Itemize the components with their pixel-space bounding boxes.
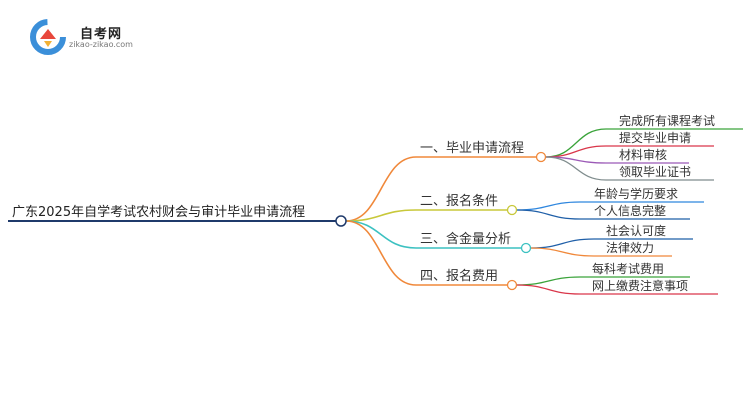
branch-node: 一、毕业申请流程 — [416, 141, 547, 163]
leaf-node: 社会认可度 — [594, 223, 693, 240]
leaf-node: 个人信息完整 — [580, 203, 690, 220]
connector-curve — [516, 284, 581, 295]
leaf-node: 提交毕业申请 — [606, 130, 714, 147]
leaf-node: 领取毕业证书 — [606, 165, 714, 181]
branch-label: 二、报名条件 — [420, 193, 498, 209]
leaf-node: 材料审核 — [606, 147, 689, 164]
connector-curve — [530, 247, 595, 257]
site-logo[interactable]: 自考网 zikao-zikao.com — [28, 17, 168, 57]
root-node: 广东2025年自学考试农村财会与审计毕业申请流程 — [8, 204, 347, 227]
branch-node: 四、报名费用 — [416, 268, 518, 291]
leaf-label: 领取毕业证书 — [619, 165, 691, 179]
connectors — [345, 128, 607, 295]
leaf-node: 完成所有课程考试 — [606, 113, 743, 130]
leaf-node: 每科考试费用 — [580, 261, 690, 278]
leaf-label: 年龄与学历要求 — [594, 186, 678, 201]
leaf-node: 网上缴费注意事项 — [580, 278, 718, 295]
root-collapse-dot[interactable] — [335, 215, 347, 227]
leaf-node: 法律效力 — [594, 240, 672, 257]
leaf-node: 年龄与学历要求 — [580, 186, 704, 203]
leaf-label: 社会认可度 — [606, 223, 666, 238]
connector-curve — [345, 220, 417, 249]
connector-curve — [545, 128, 607, 158]
logo-mark-icon — [30, 19, 66, 55]
branch-label: 四、报名费用 — [420, 268, 498, 284]
root-label: 广东2025年自学考试农村财会与审计毕业申请流程 — [12, 204, 305, 220]
branch-collapse-dot[interactable] — [535, 151, 547, 163]
leaf-label: 完成所有课程考试 — [619, 113, 715, 128]
leaf-label: 每科考试费用 — [592, 261, 664, 276]
leaf-label: 个人信息完整 — [594, 203, 666, 218]
leaf-label: 提交毕业申请 — [619, 130, 691, 145]
branch-label: 三、含金量分析 — [420, 231, 511, 247]
branch-collapse-dot[interactable] — [506, 204, 518, 216]
connector-curve — [516, 276, 581, 286]
connector-curve — [545, 156, 607, 181]
connector-curve — [345, 156, 417, 222]
branch-collapse-dot[interactable] — [520, 242, 532, 254]
connector-curve — [530, 238, 595, 249]
branch-collapse-dot[interactable] — [506, 279, 518, 291]
branch-node: 三、含金量分析 — [416, 231, 532, 254]
branch-label: 一、毕业申请流程 — [420, 141, 524, 156]
connector-curve — [345, 220, 417, 286]
leaf-label: 网上缴费注意事项 — [592, 278, 688, 293]
connector-curve — [516, 201, 581, 211]
logo-site-url: zikao-zikao.com — [69, 40, 133, 49]
leaf-label: 法律效力 — [606, 240, 654, 255]
leaf-label: 材料审核 — [619, 147, 667, 162]
branch-node: 二、报名条件 — [416, 193, 518, 216]
logo-brand-text: 自考网 — [80, 27, 123, 42]
connector-curve — [345, 209, 417, 222]
connector-curve — [516, 209, 581, 220]
